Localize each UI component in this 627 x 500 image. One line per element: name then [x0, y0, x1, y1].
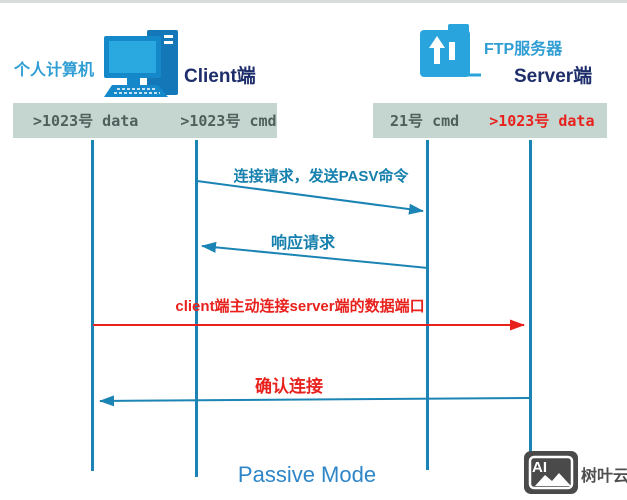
- client-role-label: Client端: [184, 66, 256, 87]
- server-role-label: Server端: [514, 66, 593, 87]
- client-cmd-lifeline: [195, 140, 198, 477]
- diagram-title: Passive Mode: [237, 462, 377, 487]
- client-machine-label: 个人计算机: [14, 62, 95, 79]
- watermark-icon-text: AI: [532, 459, 547, 476]
- watermark-logo-icon: AI: [524, 451, 578, 494]
- desktop-computer-icon: [104, 30, 178, 97]
- ftp-folder-server-icon: [420, 24, 481, 77]
- data-connect-label: client端主动连接server端的数据端口: [175, 298, 425, 315]
- watermark-label: 树叶云: [581, 468, 627, 485]
- server-cmd-lifeline: [426, 140, 429, 470]
- server-ports-bar: 21号 cmd >1023号 data: [373, 103, 607, 138]
- client-cmd-port-label: >1023号 cmd: [180, 112, 277, 130]
- server-machine-label: FTP服务器: [484, 41, 563, 58]
- pasv-response-label: 响应请求: [270, 235, 336, 252]
- client-data-port-label: >1023号 data: [33, 112, 139, 130]
- server-cmd-port-label: 21号 cmd: [390, 112, 460, 130]
- client-ports-bar: >1023号 data >1023号 cmd: [13, 103, 277, 138]
- arrow-confirm-connect: [99, 395, 531, 407]
- server-data-lifeline: [529, 140, 532, 455]
- top-edge-strip: [0, 0, 627, 3]
- client-data-lifeline: [91, 140, 94, 471]
- confirm-connect-label: 确认连接: [255, 377, 323, 396]
- server-data-port-label: >1023号 data: [489, 112, 595, 130]
- pasv-request-label: 连接请求，发送PASV命令: [233, 168, 409, 185]
